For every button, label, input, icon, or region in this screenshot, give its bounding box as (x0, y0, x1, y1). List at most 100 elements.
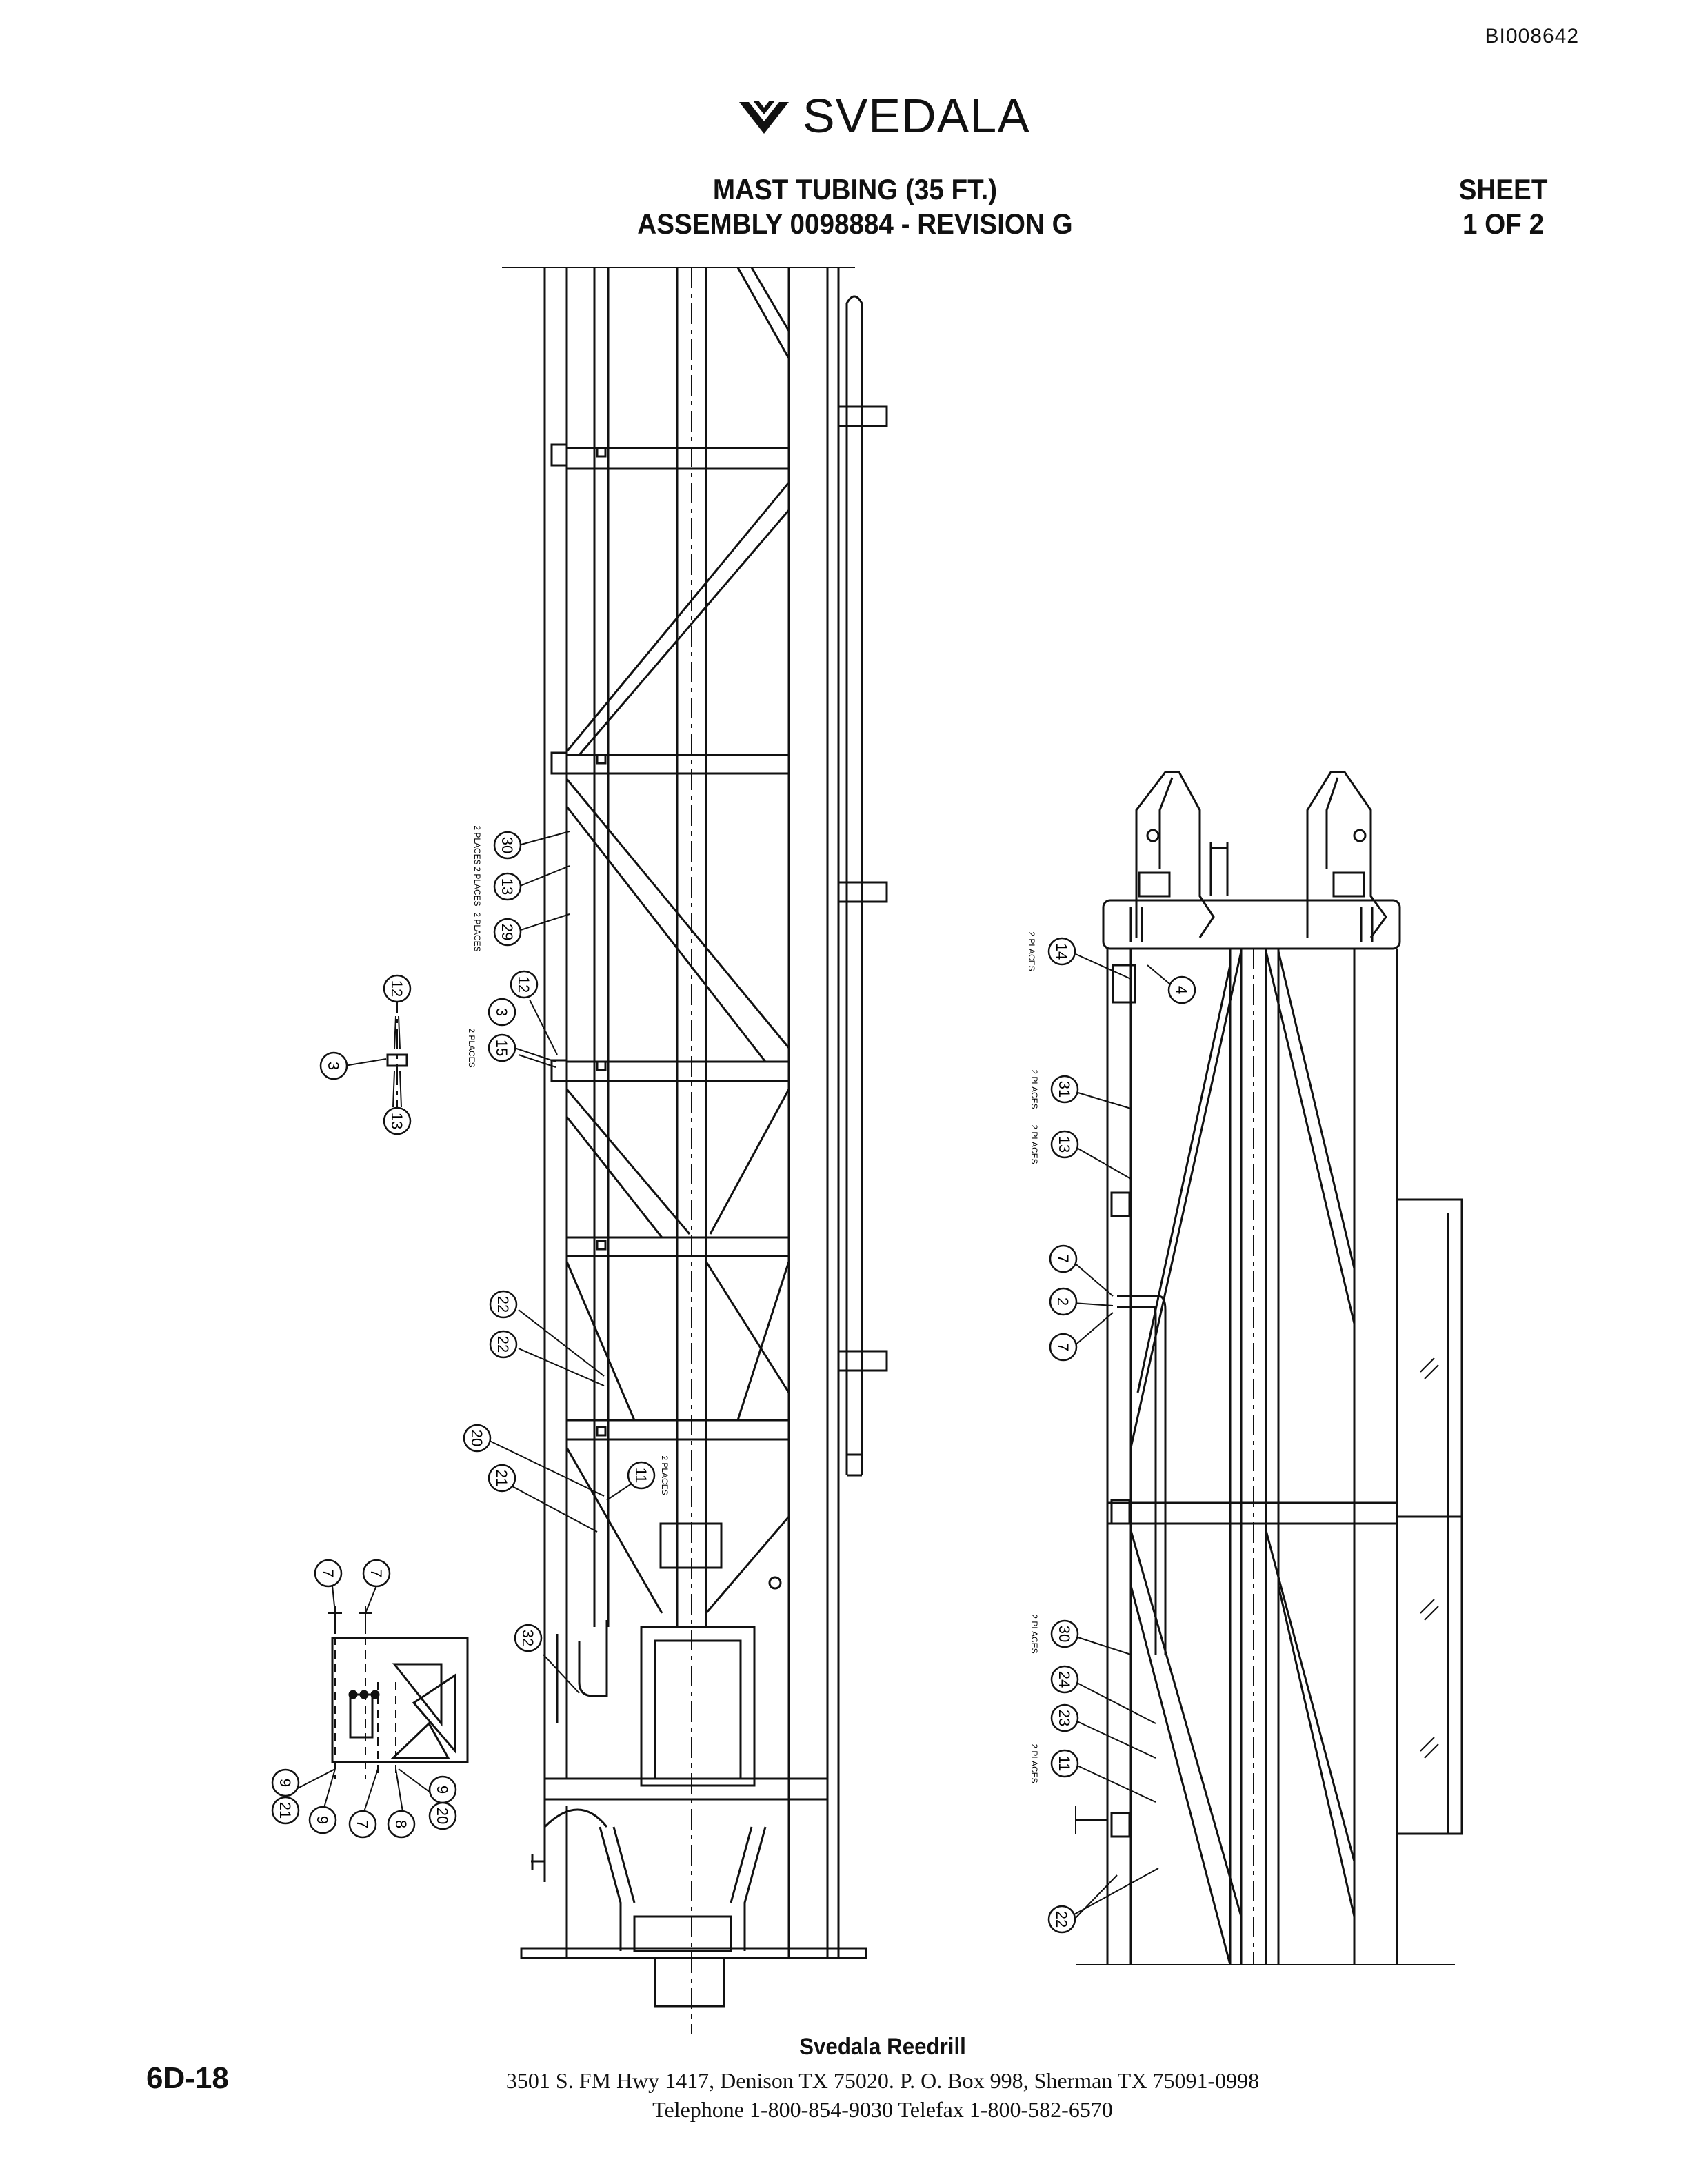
svg-text:22: 22 (494, 1296, 512, 1313)
svg-text:3: 3 (493, 1008, 510, 1016)
svedala-chevron-logo-icon (739, 101, 789, 134)
callout-20-detail: 20 (428, 1801, 457, 1830)
page-number: 6D-18 (146, 2061, 229, 2095)
callout-3-left: 3 (488, 998, 516, 1027)
svg-text:24: 24 (1056, 1671, 1073, 1688)
callout-20-left: 20 (463, 1424, 492, 1453)
callout-30-left: 30 2 PLACES (472, 825, 522, 865)
svg-text:20: 20 (468, 1430, 485, 1446)
callout-7-detail-a: 7 (314, 1559, 343, 1588)
footer: Svedala Reedrill 3501 S. FM Hwy 1417, De… (386, 2034, 1379, 2124)
callout-13-left: 13 2 PLACES (472, 867, 522, 907)
callout-12-detail: 12 (383, 974, 412, 1003)
svg-text:3: 3 (325, 1062, 342, 1070)
svg-text:12: 12 (388, 980, 405, 997)
right-mast-view (1075, 771, 1463, 1965)
svg-text:7: 7 (368, 1569, 385, 1577)
callout-22-left-b: 22 (489, 1330, 518, 1359)
callout-14-right: 14 2 PLACES (1027, 931, 1076, 971)
drawing-title: MAST TUBING (35 FT.) ASSEMBLY 0098884 - … (462, 172, 1249, 241)
callout-4-right: 4 (1167, 975, 1196, 1004)
svg-text:13: 13 (1056, 1136, 1073, 1153)
callout-30-right: 30 2 PLACES (1029, 1614, 1079, 1654)
svg-text:9: 9 (314, 1816, 331, 1824)
svg-text:9: 9 (434, 1786, 451, 1794)
callout-15-left: 15 2 PLACES (467, 1028, 516, 1068)
detail-a (344, 993, 408, 1117)
callout-32-left: 32 (514, 1624, 543, 1652)
svg-text:12: 12 (515, 976, 532, 993)
svg-text:2 PLACES: 2 PLACES (1029, 1069, 1039, 1109)
callout-31-right: 31 2 PLACES (1029, 1069, 1079, 1109)
callout-23-right: 23 (1050, 1703, 1079, 1732)
left-mast-view (502, 267, 888, 2034)
svg-text:31: 31 (1056, 1081, 1073, 1098)
svg-text:29: 29 (499, 924, 516, 940)
svg-text:2 PLACES: 2 PLACES (1027, 931, 1036, 971)
svg-text:11: 11 (632, 1468, 650, 1484)
svg-text:2: 2 (1054, 1297, 1072, 1306)
svg-text:2 PLACES: 2 PLACES (1029, 1614, 1039, 1653)
callout-2-right: 2 (1049, 1287, 1078, 1316)
callout-bubbles: 30 2 PLACES 13 2 PLACES 29 2 PLACES 12 3… (271, 825, 1196, 1934)
callout-7-right-b: 7 (1049, 1333, 1078, 1362)
callout-8-detail: 8 (387, 1810, 416, 1839)
sheet-label: SHEET (1458, 173, 1548, 205)
svg-text:2 PLACES: 2 PLACES (472, 867, 482, 906)
title-line-2: ASSEMBLY 0098884 - REVISION G (637, 208, 1073, 240)
brand-logo: SVEDALA (738, 88, 1030, 143)
svg-text:15: 15 (493, 1040, 510, 1056)
svg-text:4: 4 (1173, 986, 1190, 994)
footer-company: Svedala Reedrill (799, 2034, 966, 2060)
callout-9-detail-a: 9 (271, 1768, 300, 1797)
left-leader-lines (489, 831, 632, 1694)
footer-address: 3501 S. FM Hwy 1417, Denison TX 75020. P… (505, 2068, 1260, 2093)
svg-text:2 PLACES: 2 PLACES (1029, 1743, 1039, 1783)
svg-text:22: 22 (1053, 1911, 1070, 1928)
svg-text:7: 7 (319, 1569, 336, 1577)
svg-text:21: 21 (493, 1470, 510, 1486)
svg-text:23: 23 (1056, 1710, 1073, 1726)
callout-22-right: 22 (1047, 1905, 1076, 1934)
svg-text:2 PLACES: 2 PLACES (660, 1455, 670, 1495)
callout-24-right: 24 (1050, 1665, 1079, 1694)
svg-text:21: 21 (277, 1802, 294, 1819)
callout-11-right: 11 2 PLACES (1029, 1743, 1079, 1783)
callout-9-detail-b: 9 (308, 1806, 337, 1834)
svg-text:11: 11 (1056, 1756, 1073, 1772)
callout-7-right-a: 7 (1049, 1244, 1078, 1273)
callout-11-left: 11 2 PLACES (627, 1455, 670, 1495)
callout-7-detail-c: 7 (348, 1810, 377, 1839)
callout-22-left-a: 22 (489, 1290, 518, 1319)
svg-text:20: 20 (434, 1808, 451, 1824)
footer-phone: Telephone 1-800-854-9030 Telefax 1-800-5… (652, 2097, 1113, 2122)
detail-b (289, 1585, 469, 1812)
callout-9-detail-c: 9 (428, 1775, 457, 1804)
callout-3-detail: 3 (319, 1051, 348, 1080)
svg-text:2 PLACES: 2 PLACES (472, 825, 482, 865)
document-id: BI008642 (1485, 25, 1579, 48)
svg-text:2 PLACES: 2 PLACES (467, 1028, 476, 1067)
svg-text:32: 32 (519, 1630, 536, 1646)
sheet-count: 1 OF 2 (1462, 208, 1545, 240)
svg-text:30: 30 (499, 837, 516, 853)
svg-text:7: 7 (1054, 1255, 1072, 1263)
svg-text:30: 30 (1056, 1626, 1073, 1642)
svg-text:7: 7 (354, 1820, 371, 1828)
callout-12-left: 12 (510, 970, 539, 999)
callout-21-detail: 21 (271, 1796, 300, 1825)
svg-text:7: 7 (1054, 1343, 1072, 1351)
title-line-1: MAST TUBING (35 FT.) (712, 173, 998, 205)
svg-text:13: 13 (499, 878, 516, 895)
svg-text:14: 14 (1053, 943, 1070, 960)
callout-13-right: 13 2 PLACES (1029, 1124, 1079, 1164)
svg-text:2 PLACES: 2 PLACES (1029, 1124, 1039, 1164)
brand-name: SVEDALA (803, 89, 1030, 143)
callout-21-left: 21 (488, 1464, 516, 1493)
callout-7-detail-b: 7 (362, 1559, 391, 1588)
sheet-indicator: SHEET 1 OF 2 (1459, 172, 1548, 241)
svg-text:13: 13 (388, 1113, 405, 1129)
callout-29-left: 29 2 PLACES (472, 912, 522, 952)
svg-text:8: 8 (392, 1820, 410, 1828)
